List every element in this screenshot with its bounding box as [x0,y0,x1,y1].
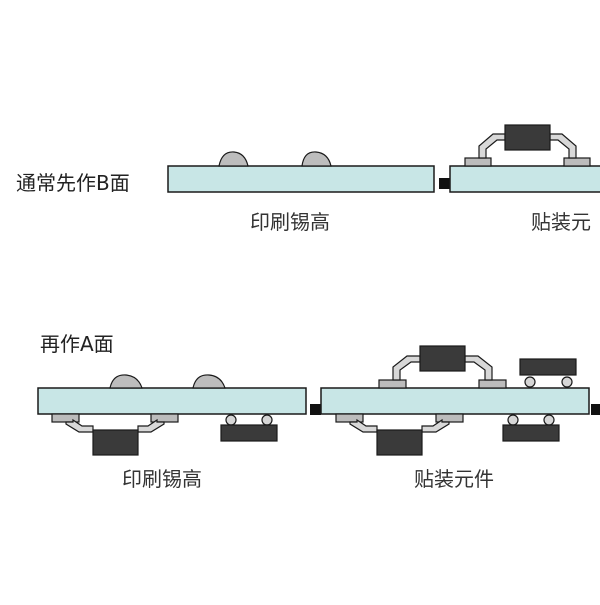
a-place-board [320,387,590,415]
a-place-under-ball-1 [507,414,519,426]
b-side-print-step [167,151,435,193]
b-side-place-step [449,124,600,193]
b-print-solder-paste-1 [218,151,249,167]
a-print-under-bga-body [220,424,278,442]
b-place-lead-left [478,133,506,159]
a-place-caption: 贴装元件 [414,467,494,491]
a-step-connector-2 [591,404,600,415]
a-print-solder-paste-2 [192,374,226,389]
b-side-label: 通常先作B面 [16,171,130,195]
b-place-ic-chip [504,124,551,151]
a-print-under-ic-chip [92,429,139,456]
a-print-under-ball-1 [225,414,237,426]
a-place-top-ic-chip [419,345,466,372]
b-place-pad-left [464,157,492,167]
a-side-label: 再作A面 [40,332,114,356]
a-place-top-lead-left [392,355,421,381]
b-print-caption: 印刷锡高 [250,210,330,234]
a-place-under-lead-right [421,418,450,433]
b-place-caption: 贴装元 [531,210,591,234]
a-print-under-lead-left [65,418,94,433]
a-print-caption: 印刷锡高 [122,467,202,491]
a-place-top-pad-left [378,379,407,389]
a-print-board [37,387,307,415]
b-place-pad-right [563,157,591,167]
a-side-print-step [37,374,307,456]
a-place-top-pad-right [478,379,507,389]
b-print-solder-paste-2 [301,151,332,167]
a-place-top-bga-body [519,358,577,376]
b-place-lead-right [549,133,577,159]
a-step-connector-1 [310,404,321,415]
b-step-connector [439,178,450,189]
b-print-board [167,165,435,193]
a-print-under-ball-2 [261,414,273,426]
a-place-top-ball-1 [524,376,536,388]
a-place-top-lead-right [464,355,493,381]
a-print-solder-paste-1 [109,374,143,389]
a-place-under-lead-left [349,418,378,433]
b-place-board [449,165,600,193]
a-place-under-ball-2 [543,414,555,426]
a-print-under-lead-right [137,418,165,433]
a-place-under-bga-body [502,424,560,442]
a-place-under-ic-chip [376,429,423,456]
a-side-place-step [320,345,590,456]
a-place-top-ball-2 [561,376,573,388]
